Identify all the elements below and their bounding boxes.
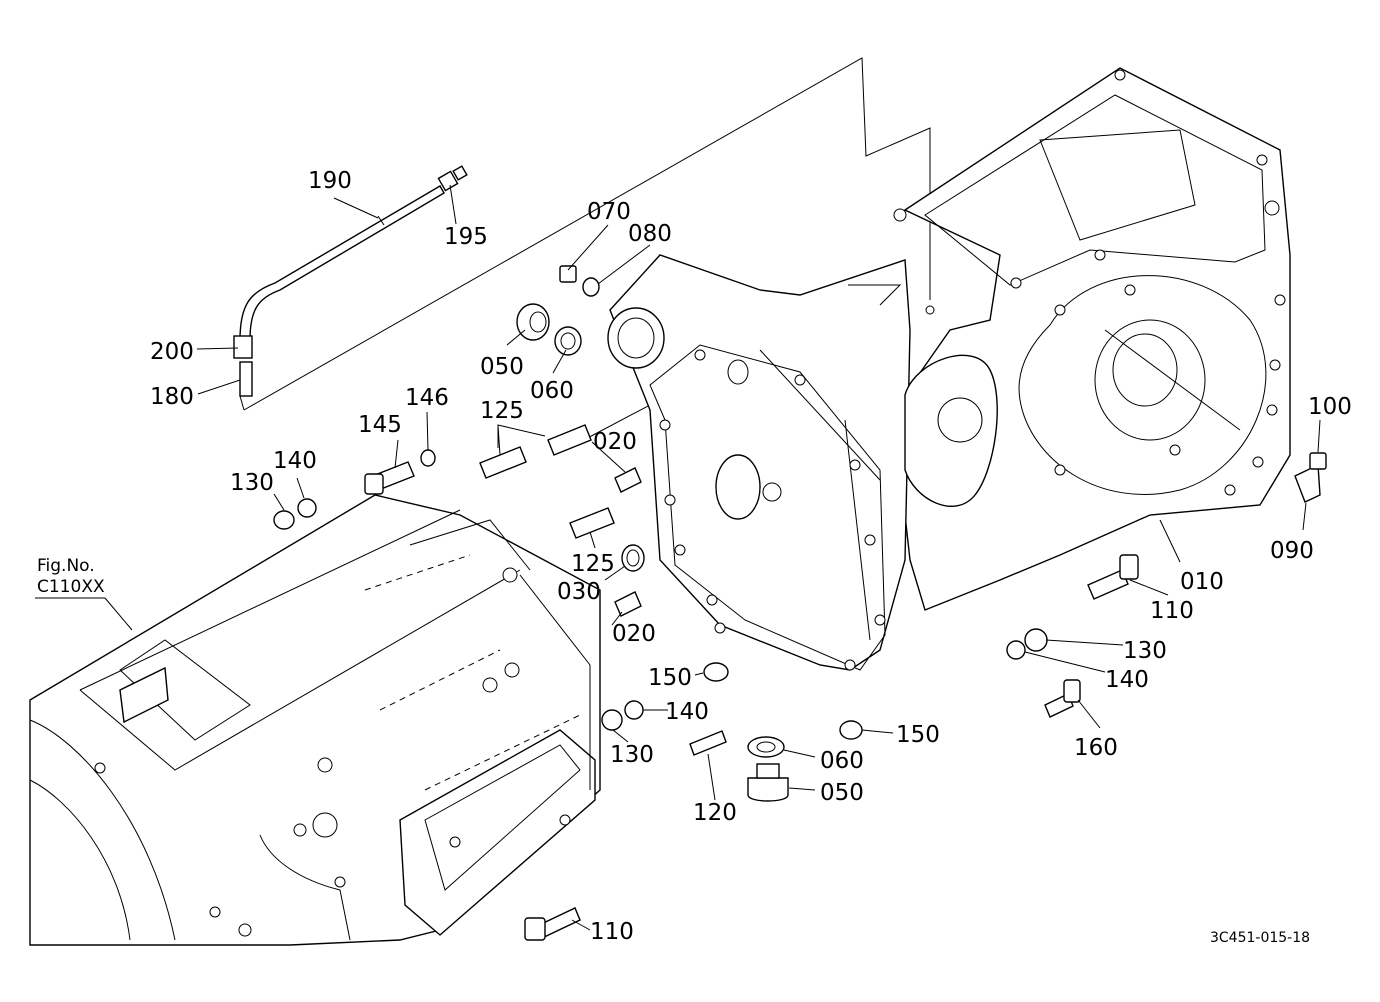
callout-120: 120 <box>693 800 737 826</box>
callout-labels: 190 195 200 180 070 080 050 060 145 146 … <box>150 168 1352 945</box>
rear-housing-010 <box>893 67 1291 611</box>
callout-145: 145 <box>358 412 402 438</box>
callout-080: 080 <box>628 221 672 247</box>
middle-case <box>607 254 998 671</box>
callout-195: 195 <box>444 224 488 250</box>
callout-130-left: 130 <box>230 470 274 496</box>
figure-info: Fig.No. C110XX 3C451-015-18 <box>35 556 1310 946</box>
callout-146: 146 <box>405 385 449 411</box>
drawing-code: 3C451-015-18 <box>1210 930 1310 946</box>
callout-110-lower: 110 <box>590 919 634 945</box>
callout-130-mid: 130 <box>610 742 654 768</box>
loose-parts <box>273 265 1327 941</box>
breather-pipe-assembly <box>233 165 468 411</box>
callout-090: 090 <box>1270 538 1314 564</box>
leader-lines <box>196 184 1321 931</box>
callout-160: 160 <box>1074 735 1118 761</box>
callout-110-right: 110 <box>1150 598 1194 624</box>
callout-125-upper: 125 <box>480 398 524 424</box>
callout-060-lower: 060 <box>820 748 864 774</box>
callout-130-right: 130 <box>1123 638 1167 664</box>
callout-050-upper: 050 <box>480 354 524 380</box>
callout-050-lower: 050 <box>820 780 864 806</box>
callout-100: 100 <box>1308 394 1352 420</box>
fig-no-label: Fig.No. <box>37 556 95 576</box>
callout-020-lower: 020 <box>612 621 656 647</box>
fig-no-value: C110XX <box>37 577 105 597</box>
callout-070: 070 <box>587 199 631 225</box>
callout-125-lower: 125 <box>571 551 615 577</box>
callout-150-right: 150 <box>896 722 940 748</box>
callout-060-upper: 060 <box>530 378 574 404</box>
callout-020-upper: 020 <box>593 429 637 455</box>
callout-030: 030 <box>557 579 601 605</box>
callout-010: 010 <box>1180 569 1224 595</box>
callout-150-left: 150 <box>648 665 692 691</box>
callout-140-mid: 140 <box>665 699 709 725</box>
callout-200: 200 <box>150 339 194 365</box>
callout-190: 190 <box>308 168 352 194</box>
callout-180: 180 <box>150 384 194 410</box>
front-transmission-case <box>29 494 601 946</box>
callout-140-right: 140 <box>1105 667 1149 693</box>
callout-140-left: 140 <box>273 448 317 474</box>
